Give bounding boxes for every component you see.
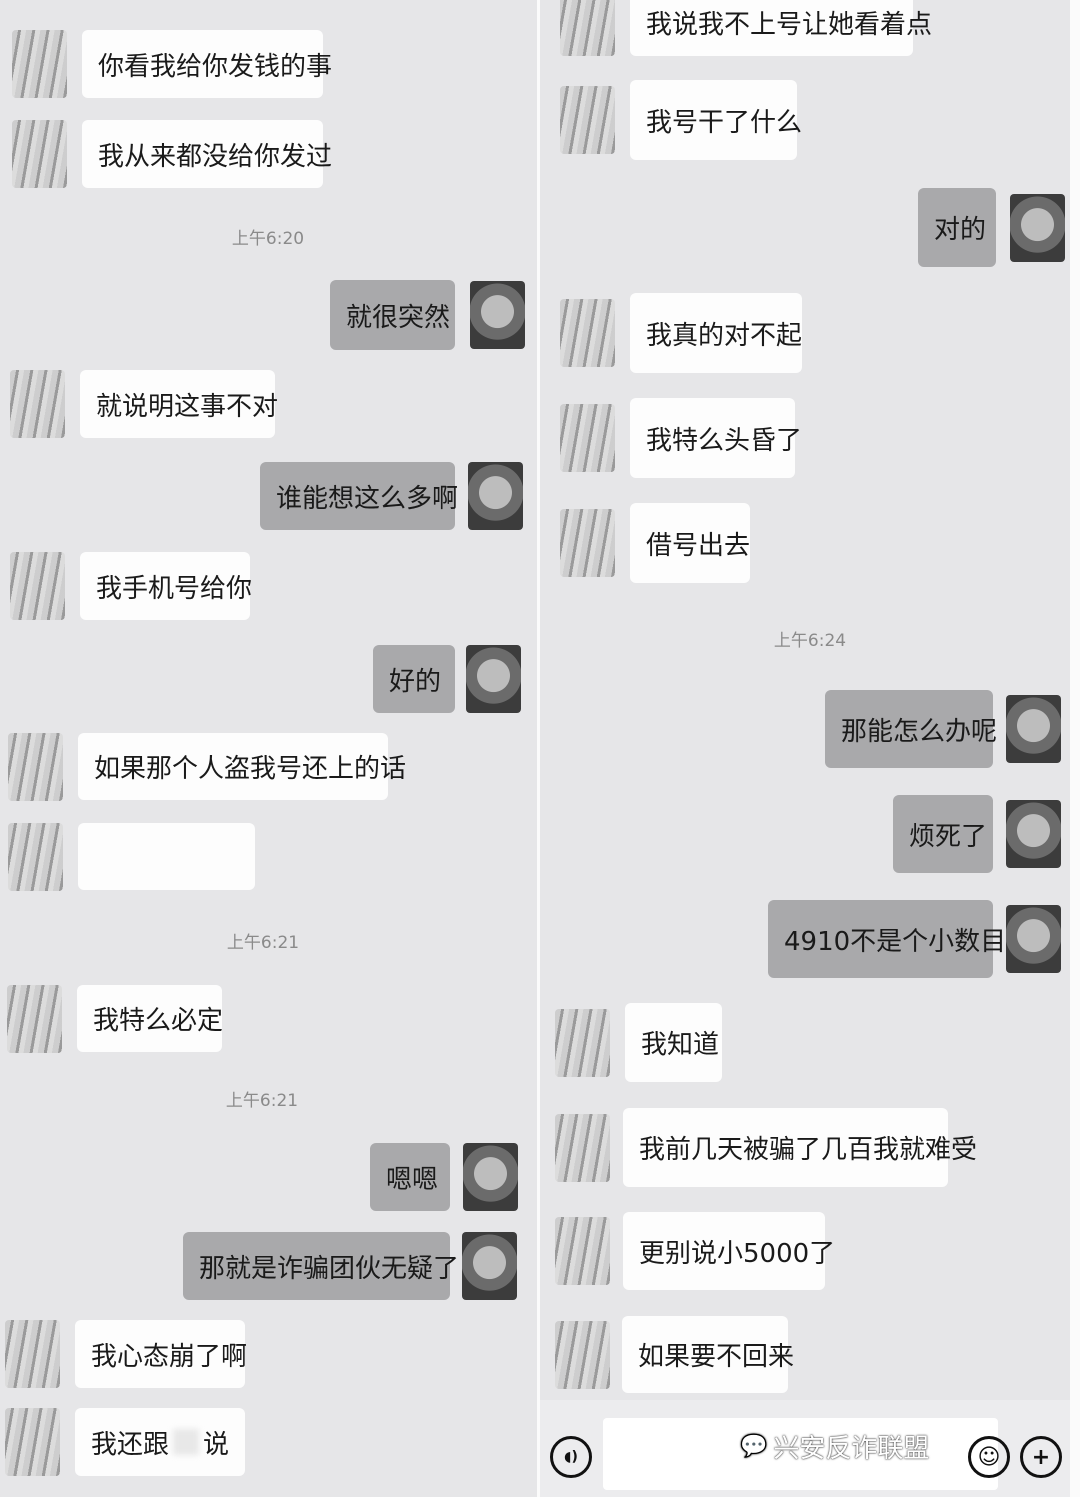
- watermark-text: 兴安反诈联盟: [773, 1434, 930, 1464]
- avatar[interactable]: [7, 984, 62, 1053]
- message-bubble[interactable]: 我从来都没给你发过: [82, 120, 332, 188]
- avatar[interactable]: [1006, 905, 1061, 973]
- timestamp: 上午6:24: [773, 631, 847, 651]
- message-text: 就很突然: [346, 302, 451, 333]
- avatar[interactable]: [468, 462, 523, 530]
- message-text: 好的: [389, 666, 442, 697]
- avatar[interactable]: [10, 552, 65, 620]
- voice-icon[interactable]: ◖): [550, 1436, 592, 1478]
- message-bubble[interactable]: 那能怎么办呢: [825, 690, 997, 768]
- message-bubble[interactable]: 你看我给你发钱的事: [82, 30, 332, 98]
- message-bubble[interactable]: 我知道: [625, 1003, 722, 1082]
- message-text: 我前几天被骗了几百我就难受: [639, 1135, 978, 1165]
- message-text: 我知道: [641, 1030, 720, 1060]
- message-bubble[interactable]: 我特么头昏了: [630, 398, 802, 478]
- message-text: 说: [202, 1429, 229, 1460]
- message-text: 就说明这事不对: [96, 391, 279, 422]
- avatar[interactable]: [12, 120, 67, 188]
- message-bubble[interactable]: 对的: [918, 188, 996, 267]
- avatar[interactable]: [560, 299, 615, 367]
- timestamp: 上午6:21: [226, 933, 300, 953]
- message-bubble[interactable]: 我手机号给你: [80, 552, 253, 620]
- avatar[interactable]: [463, 1143, 518, 1211]
- avatar[interactable]: [8, 822, 63, 891]
- message-bubble[interactable]: 谁能想这么多啊: [260, 462, 459, 530]
- message-text: 我心态崩了啊: [91, 1341, 248, 1372]
- message-text: 我真的对不起: [646, 320, 803, 351]
- message-text: 借号出去: [646, 530, 751, 561]
- avatar[interactable]: [5, 1320, 60, 1388]
- plus-icon[interactable]: +: [1020, 1436, 1062, 1478]
- message-input[interactable]: [603, 1418, 998, 1490]
- message-text: 嗯嗯: [386, 1164, 439, 1195]
- message-text: 我手机号给你: [96, 573, 253, 604]
- message-bubble[interactable]: 我特么必定: [77, 985, 224, 1052]
- avatar[interactable]: [560, 404, 615, 472]
- message-bubble[interactable]: 我前几天被骗了几百我就难受: [623, 1108, 977, 1187]
- avatar[interactable]: [560, 0, 615, 56]
- input-bar: ◖) ☺ +: [540, 1400, 1070, 1497]
- message-bubble[interactable]: 4910不是个小数目: [768, 900, 1006, 978]
- message-text: 对的: [934, 215, 987, 245]
- watermark: 💬 兴安反诈联盟: [740, 1428, 929, 1465]
- message-text: 那能怎么办呢: [841, 716, 998, 747]
- avatar[interactable]: [8, 732, 63, 801]
- message-bubble[interactable]: 我说我不上号让她看着点: [630, 0, 932, 56]
- message-bubble[interactable]: 如果要不回来: [622, 1316, 794, 1393]
- avatar[interactable]: [10, 370, 65, 438]
- message-bubble[interactable]: 好的: [373, 645, 455, 713]
- message-text: 我还跟: [91, 1429, 170, 1460]
- timestamp: 上午6:20: [231, 229, 305, 249]
- message-text: 你看我给你发钱的事: [98, 51, 333, 82]
- message-bubble[interactable]: 就很突然: [330, 280, 455, 350]
- message-bubble[interactable]: 我心态崩了啊: [75, 1320, 248, 1388]
- avatar[interactable]: [555, 1320, 610, 1389]
- message-text: 如果那个人盗我号还上的话: [94, 754, 407, 784]
- message-bubble[interactable]: 借号出去: [630, 503, 750, 583]
- redacted-text: [173, 1429, 199, 1455]
- message-bubble[interactable]: 嗯嗯: [370, 1143, 450, 1211]
- avatar[interactable]: [1006, 695, 1061, 763]
- avatar[interactable]: [555, 1217, 610, 1285]
- avatar[interactable]: [555, 1008, 610, 1077]
- avatar[interactable]: [5, 1408, 60, 1476]
- message-text: 那就是诈骗团伙无疑了: [199, 1253, 460, 1284]
- avatar[interactable]: [462, 1232, 517, 1300]
- chat-panel-left: 你看我给你发钱的事我从来都没给你发过上午6:20 就很突然就说明这事不对谁能想这么…: [0, 0, 537, 1497]
- emoji-icon[interactable]: ☺: [968, 1436, 1010, 1478]
- timestamp: 上午6:21: [225, 1091, 299, 1111]
- message-bubble[interactable]: 我真的对不起: [630, 293, 802, 373]
- message-text: 我说我不上号让她看着点: [646, 9, 933, 40]
- message-text: 我号干了什么: [646, 107, 803, 138]
- message-text: 谁能想这么多啊: [276, 483, 459, 514]
- avatar[interactable]: [560, 509, 615, 577]
- message-bubble[interactable]: 我还跟 说: [75, 1408, 245, 1476]
- avatar[interactable]: [560, 86, 615, 154]
- message-text: 我从来都没给你发过: [98, 141, 333, 172]
- message-text: 4910不是个小数目: [784, 926, 1007, 957]
- avatar[interactable]: [466, 645, 521, 713]
- avatar[interactable]: [12, 30, 67, 98]
- avatar[interactable]: [470, 281, 525, 349]
- message-text: 如果要不回来: [638, 1342, 795, 1372]
- message-bubble[interactable]: 就说明这事不对: [80, 370, 279, 438]
- chat-panel-right: 我说我不上号让她看着点我号干了什么对的我真的对不起我特么头昏了借号出去上午6:2…: [540, 0, 1070, 1497]
- avatar[interactable]: [1006, 800, 1061, 868]
- message-bubble[interactable]: [78, 823, 255, 890]
- avatar[interactable]: [1010, 193, 1065, 262]
- wechat-icon: 💬: [740, 1434, 768, 1459]
- message-bubble[interactable]: 我号干了什么: [630, 80, 802, 160]
- avatar[interactable]: [555, 1113, 610, 1182]
- message-text: 我特么必定: [93, 1006, 224, 1036]
- message-bubble[interactable]: 更别说小5000了: [623, 1212, 835, 1290]
- message-text: 更别说小5000了: [639, 1238, 836, 1269]
- message-text: 烦死了: [909, 821, 988, 852]
- message-bubble[interactable]: 如果那个人盗我号还上的话: [78, 733, 406, 800]
- message-bubble[interactable]: 烦死了: [893, 795, 993, 873]
- message-text: 我特么头昏了: [646, 425, 803, 456]
- message-bubble[interactable]: 那就是诈骗团伙无疑了: [183, 1232, 459, 1300]
